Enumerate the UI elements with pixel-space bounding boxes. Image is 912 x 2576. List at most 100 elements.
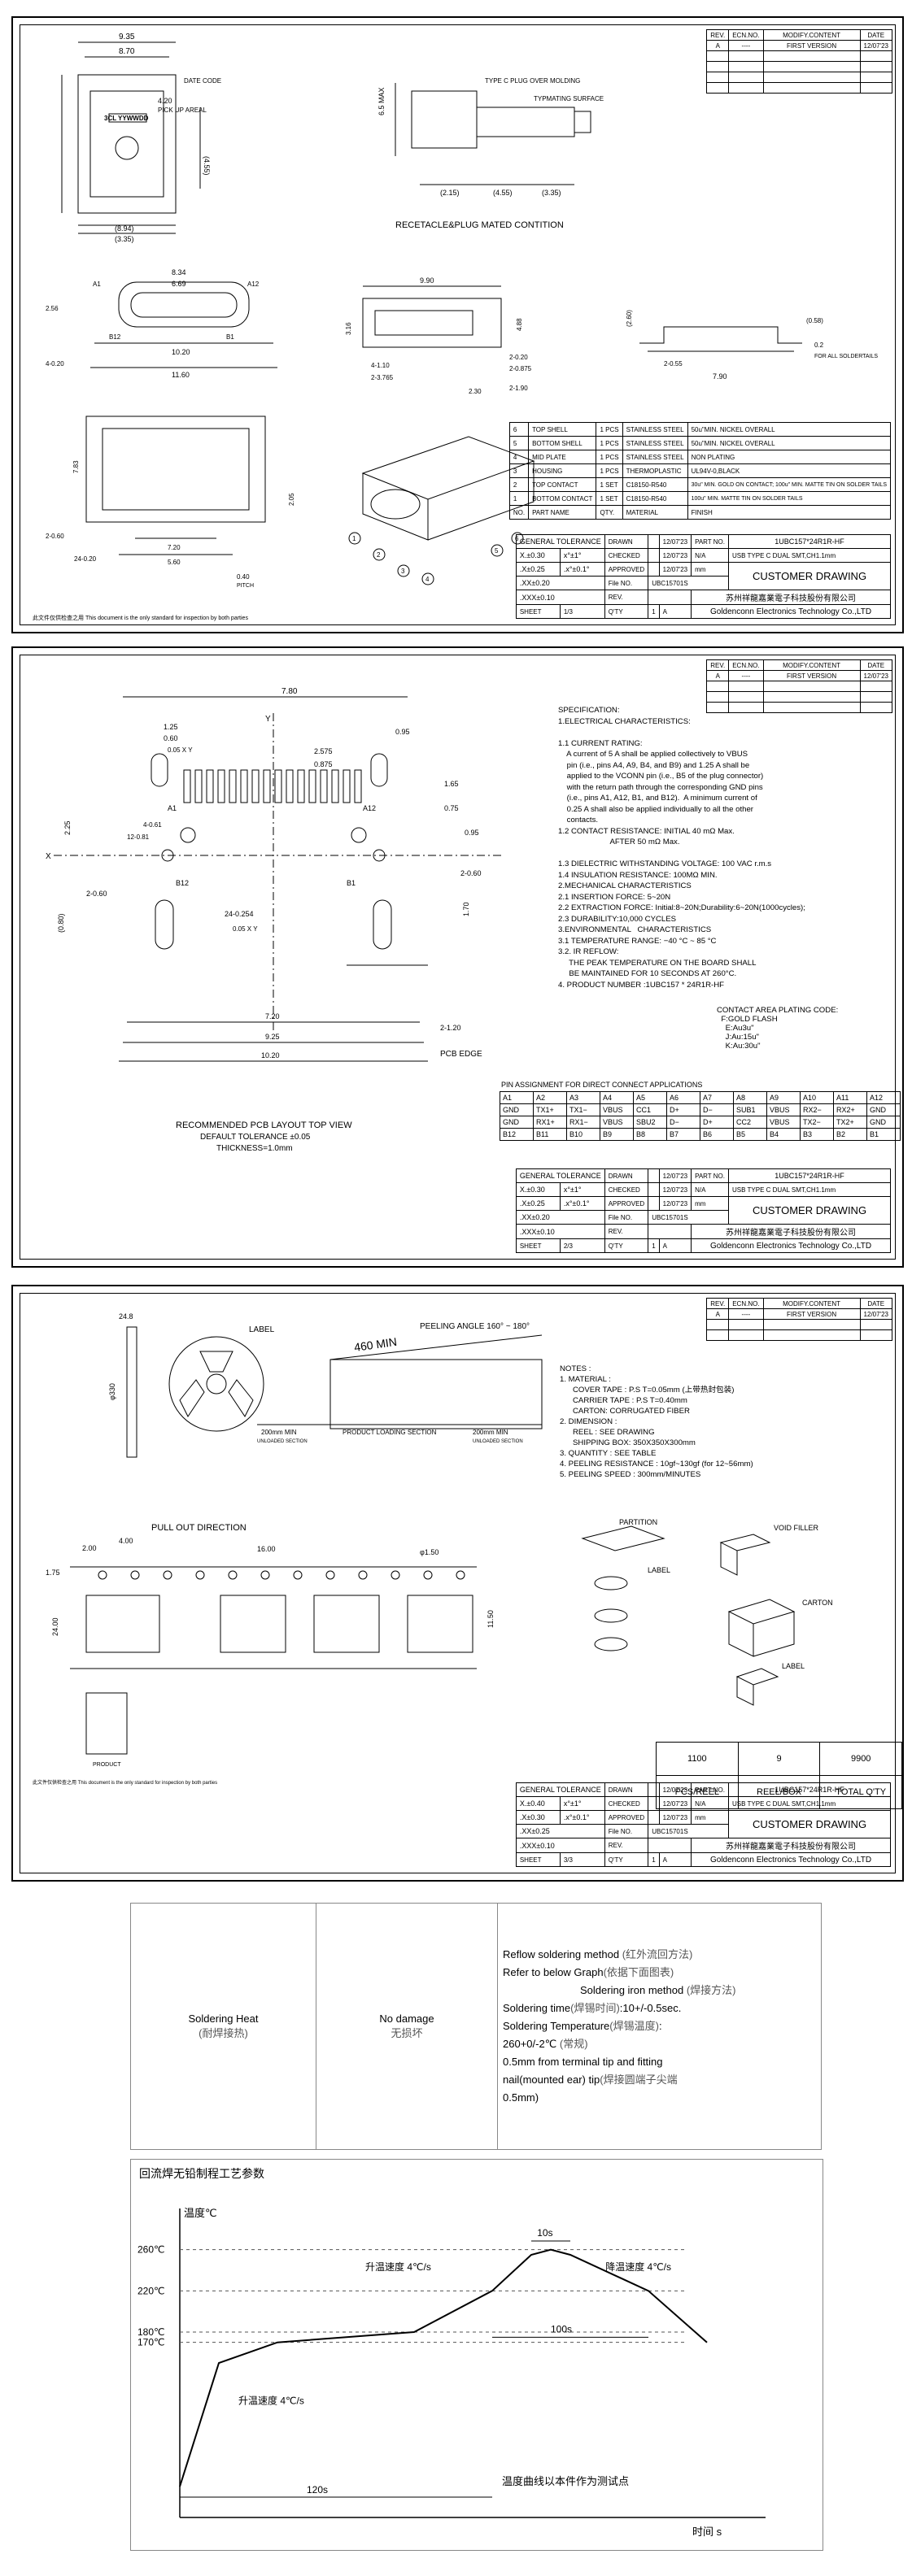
reel-per-box-value: 9: [737, 1742, 821, 1776]
pcb-dim-7-80: 7.80: [281, 687, 298, 696]
bottom-view: 7.83 2-0.60 24-0.20 7.20 5.60 0.40 PITCH…: [46, 416, 295, 589]
packaging-notes: NOTES : 1. MATERIAL : COVER TAPE : P.S T…: [560, 1364, 753, 1479]
callout-3: 3: [401, 568, 405, 575]
dim-9-90: 9.90: [420, 276, 434, 285]
dim-2-05: 2.05: [288, 493, 295, 506]
side-view: 9.90 3.16 4-1.10 2-3.765 2.30 2-0.20 2-0…: [345, 276, 532, 395]
pcb-caption: RECOMMENDED PCB LAYOUT TOP VIEW: [176, 1120, 352, 1130]
annotation-10s: 10s: [537, 2227, 552, 2239]
tape-dim-11-50: 11.50: [487, 1610, 495, 1628]
dim-2-1-90: 2-1.90: [509, 385, 528, 392]
dim-3-35: (3.35): [115, 235, 134, 243]
pcb-dim-7-20: 7.20: [265, 1012, 280, 1020]
tape-section-1: 200mm MIN: [261, 1429, 297, 1436]
x-axis-label: 时间 s: [692, 2526, 722, 2538]
y-tick-label: 260℃: [137, 2244, 165, 2256]
isometric-view: 1 2 3 4 5 6: [348, 436, 535, 585]
dim-4-20: 4.20: [158, 97, 172, 105]
void-filler-label: VOID FILLER: [774, 1524, 819, 1532]
sheet-2-frame: [20, 655, 896, 1260]
distance-line-3: 0.5mm): [503, 2091, 539, 2104]
peel-angle: PEELING ANGLE 160° ~ 180°: [420, 1322, 530, 1331]
dim-7-83: 7.83: [72, 460, 80, 473]
partition-label: PARTITION: [619, 1518, 657, 1526]
callout-4: 4: [425, 576, 430, 583]
dim-7-90: 7.90: [713, 372, 727, 381]
dim-2-60: (2.60): [626, 310, 633, 327]
dim-4-55: (4.55): [203, 156, 211, 176]
tape-dim-1-50: φ1.50: [420, 1548, 439, 1556]
dim-2-15: (2.15): [440, 189, 460, 197]
tape-section-2: PRODUCT LOADING SECTION: [343, 1429, 437, 1436]
pcb-pin-a12: A12: [363, 804, 376, 812]
chart-title: 回流焊无铅制程工艺参数: [139, 2167, 264, 2180]
dim-24-0-20: 24-0.20: [74, 555, 97, 563]
pcb-dim-10-20: 10.20: [261, 1051, 280, 1060]
annotation-100s: 100s: [551, 2323, 572, 2334]
dim-8-34: 8.34: [172, 268, 186, 276]
pull-out-direction: PULL OUT DIRECTION: [151, 1523, 247, 1533]
dim-0-2: 0.2: [814, 342, 824, 349]
pcb-dim-0-80: (0.80): [57, 913, 65, 933]
sheet1-footnote: 此文件仅供检查之用 This document is the only stan…: [33, 614, 248, 621]
dim-2-0-20: 2-0.20: [509, 354, 528, 361]
axis-x-label: X: [46, 852, 51, 861]
dim-8-94: (8.94): [115, 224, 134, 233]
top-view: 9.35 8.70 4.20 PICK UP AREAL DATE CODE (…: [61, 33, 221, 243]
dim-2-0-55: 2-0.55: [664, 360, 683, 368]
dim-2-56: 2.56: [46, 305, 59, 312]
reel-dim-24-8: 24.8: [119, 1312, 133, 1321]
pcb-dim-0-95b: 0.95: [465, 829, 479, 837]
dim-2-0-875: 2-0.875: [509, 365, 532, 372]
for-all-soldertails: FOR ALL SOLDERTAILS: [814, 354, 878, 359]
sheet3-footnote: 此文件仅供检查之用 This document is the only stan…: [33, 1779, 217, 1786]
pin-a12: A12: [247, 281, 260, 288]
tape-section-3: 200mm MIN: [473, 1429, 508, 1436]
pcb-pin-b1: B1: [347, 879, 356, 887]
y-axis-label: 温度℃: [184, 2207, 217, 2219]
pcb-dim-1-70: 1.70: [462, 902, 470, 916]
y-tick-label: 220℃: [137, 2285, 165, 2296]
annotation-ramp-up-upper: 升温速度 4℃/s: [365, 2261, 431, 2273]
type-c-plug-label: TYPE C PLUG OVER MOLDING: [485, 77, 580, 85]
iron-label: Soldering iron method: [580, 1984, 684, 1996]
pin-table-title: PIN ASSIGNMENT FOR DIRECT CONNECT APPLIC…: [501, 1081, 703, 1089]
dim-4-1-10: 4-1.10: [371, 362, 390, 369]
pcb-thickness: THICKNESS=1.0mm: [216, 1144, 293, 1153]
dim-0-58: (0.58): [806, 317, 823, 324]
pcb-dim-24-0-254: 24-0.254: [225, 910, 254, 918]
pcb-tol-xy: 0.05 X Y: [168, 746, 193, 754]
pcb-dim-2-0-60: 2-0.60: [460, 869, 482, 877]
dim-3-16: 3.16: [345, 322, 352, 335]
pad-array: [183, 769, 362, 803]
pcb-dim-0-60: 0.60: [164, 734, 178, 742]
tape-sub-1: UNLOADED SECTION: [257, 1439, 308, 1444]
dim-2-3-765: 2-3.765: [371, 374, 394, 381]
dim-6-69: 6.69: [172, 280, 186, 288]
tape-dim-16-00: 16.00: [257, 1545, 276, 1553]
mated-view: TYPE C PLUG OVER MOLDING TYPMATING SURFA…: [377, 77, 604, 230]
pcb-dim-2-575: 2.575: [314, 747, 333, 755]
packaging-drawing: 24.8 φ330 LABEL PEELING ANGLE 160° ~ 180…: [33, 1312, 833, 1786]
label-label-1: LABEL: [648, 1566, 670, 1574]
callout-2: 2: [377, 551, 381, 559]
typmating-label: TYPMATING SURFACE: [534, 95, 604, 102]
mated-caption: RECETACLE&PLUG MATED CONTITION: [395, 220, 564, 230]
pcb-dim-9-25: 9.25: [265, 1033, 280, 1041]
pin-b1: B1: [226, 333, 234, 341]
dim-4-88: 4.88: [516, 318, 523, 331]
pcb-pin-b12: B12: [176, 879, 189, 887]
pin-b12: B12: [109, 333, 121, 341]
graph-label: Refer to below Graph: [503, 1966, 604, 1978]
